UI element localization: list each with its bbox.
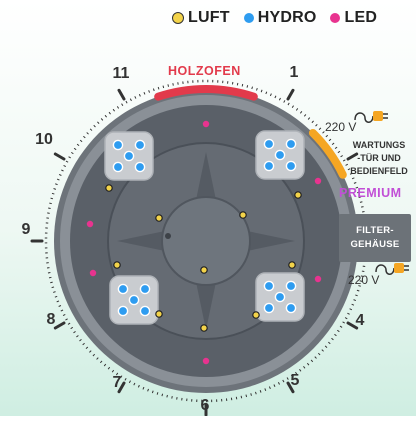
wartung-label-line3: BEDIENFELD — [350, 166, 408, 176]
seat-bottom-right — [255, 272, 305, 322]
wartung-label-line1: WARTUNGS — [352, 140, 406, 150]
power-plug-icon-top — [354, 111, 388, 123]
filter-label-line1: FILTER- — [356, 225, 394, 236]
clock-tick — [117, 88, 126, 101]
hydro-jet — [274, 149, 286, 161]
luft-air-jet — [288, 261, 296, 269]
hydro-jet — [139, 283, 151, 295]
clock-tick — [53, 321, 66, 330]
hub-drain — [165, 233, 171, 239]
hydro-jet — [134, 139, 146, 151]
luft-air-jet — [155, 310, 163, 318]
led-light — [314, 177, 322, 185]
clock-tick — [286, 88, 295, 101]
luft-air-jet — [239, 211, 247, 219]
center-hub — [161, 196, 251, 286]
clock-tick — [346, 321, 359, 330]
hydro-jet — [128, 294, 140, 306]
filter-label-line2: GEHÄUSE — [350, 239, 400, 250]
legend-item-led: LED — [330, 9, 377, 27]
luft-air-jet — [294, 191, 302, 199]
hydro-jet — [123, 150, 135, 162]
hydro-jet — [117, 305, 129, 317]
hydro-jet — [112, 161, 124, 173]
luft-air-jet — [113, 261, 121, 269]
clock-tick — [53, 152, 66, 161]
wartung-arc — [308, 128, 347, 179]
led-dot-icon — [330, 13, 341, 23]
hydro-jet — [112, 139, 124, 151]
hydro-jet — [285, 280, 297, 292]
clock-tick — [286, 381, 295, 394]
hydro-jet — [263, 280, 275, 292]
led-light — [89, 269, 97, 277]
legend: LUFT HYDRO LED — [172, 9, 377, 27]
led-light — [202, 120, 210, 128]
luft-air-jet — [200, 324, 208, 332]
hydro-jet — [134, 161, 146, 173]
legend-label-hydro: HYDRO — [257, 9, 317, 26]
luft-air-jet — [200, 266, 208, 274]
legend-item-luft: LUFT — [172, 9, 230, 27]
legend-label-led: LED — [344, 9, 378, 26]
premium-label: PREMIUM — [339, 186, 402, 200]
clock-number-11: 11 — [112, 65, 130, 82]
power-plug-icon-bottom — [375, 263, 409, 275]
clock-number-9: 9 — [21, 221, 31, 238]
floor-rib — [196, 282, 216, 330]
seat-top-right — [255, 130, 305, 180]
led-light — [202, 357, 210, 365]
clock-number-6: 6 — [200, 397, 210, 414]
wartung-label-line2: -TÜR UND — [357, 153, 401, 163]
clock-number-7: 7 — [112, 374, 122, 391]
voltage-label-top: 220 V — [325, 120, 357, 134]
floor-rib — [196, 152, 216, 200]
filter-housing-box: FILTER- GEHÄUSE — [339, 214, 411, 262]
clock-number-8: 8 — [46, 311, 56, 328]
floor-rib — [247, 231, 295, 251]
seat-top-left — [104, 131, 154, 181]
luft-air-jet — [155, 214, 163, 222]
floor-rib — [117, 231, 165, 251]
hydro-jet — [263, 160, 275, 172]
hydro-jet — [285, 302, 297, 314]
legend-item-hydro: HYDRO — [243, 9, 317, 27]
hydro-jet — [274, 291, 286, 303]
holzofen-arc — [154, 85, 258, 101]
clock-tick — [117, 381, 126, 394]
luft-air-jet — [252, 311, 260, 319]
holzofen-label: HOLZOFEN — [168, 64, 241, 78]
hydro-jet — [263, 302, 275, 314]
legend-label-luft: LUFT — [188, 9, 230, 26]
clock-number-1: 1 — [289, 64, 299, 81]
luft-air-jet — [105, 184, 113, 192]
hydro-jet — [285, 160, 297, 172]
led-light — [314, 275, 322, 283]
clock-number-4: 4 — [355, 312, 365, 329]
clock-tick — [346, 152, 359, 161]
voltage-label-bottom: 220 V — [348, 273, 380, 287]
hydro-jet — [263, 138, 275, 150]
hydro-jet — [285, 138, 297, 150]
hydro-dot-icon — [243, 13, 254, 23]
clock-number-5: 5 — [290, 372, 300, 389]
seat-bottom-left — [109, 275, 159, 325]
hydro-jet — [117, 283, 129, 295]
hydro-jet — [139, 305, 151, 317]
luft-dot-icon — [172, 12, 184, 24]
wartung-label: WARTUNGS -TÜR UND BEDIENFELD — [346, 139, 412, 178]
led-light — [86, 220, 94, 228]
clock-number-10: 10 — [35, 131, 53, 148]
